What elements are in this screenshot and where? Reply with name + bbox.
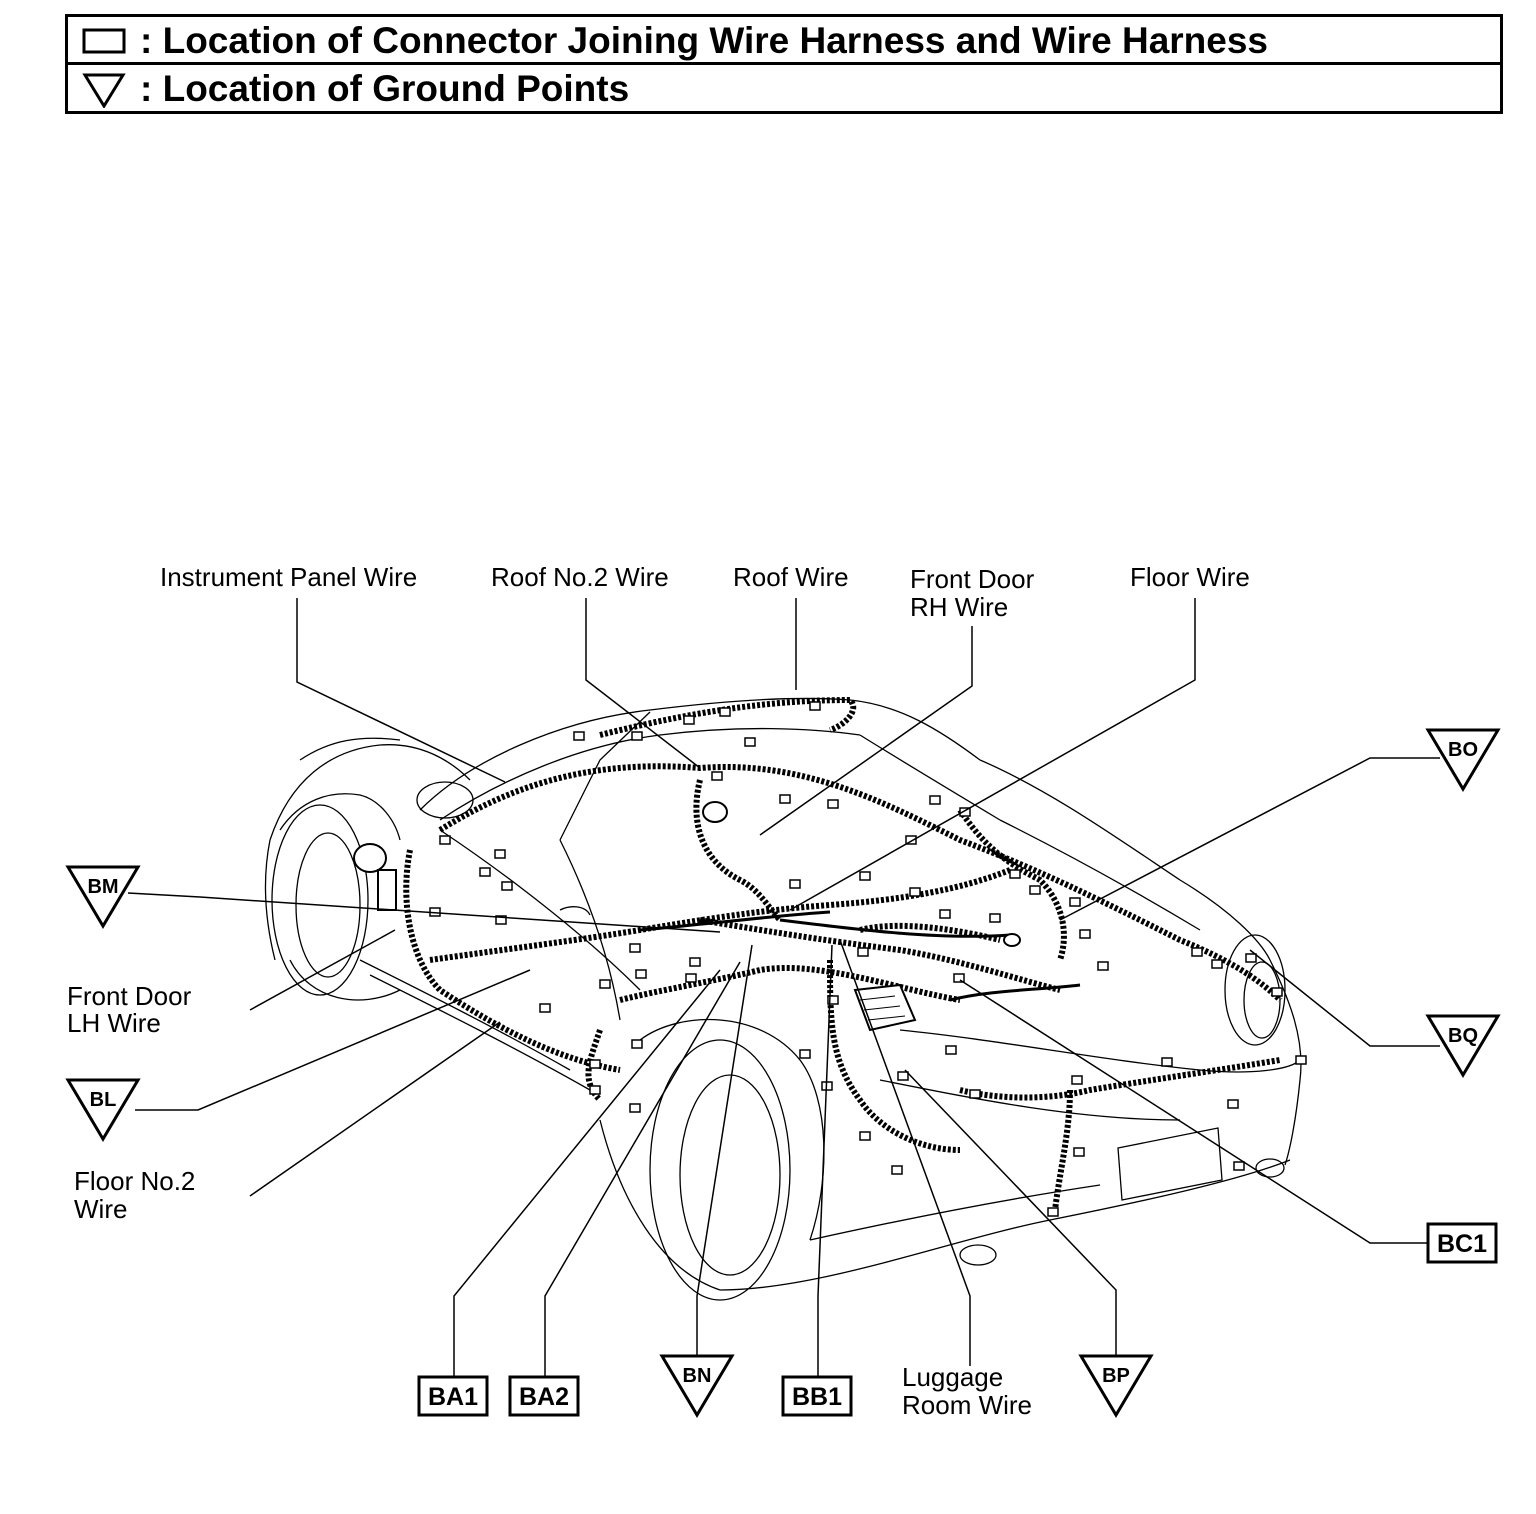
harness-connectors bbox=[429, 701, 1307, 1217]
wire-labels: Instrument Panel Wire Roof No.2 Wire Roo… bbox=[67, 562, 1250, 1420]
connector-bb1-label: BB1 bbox=[792, 1383, 842, 1411]
label-floor-no2-wire-line2: Wire bbox=[74, 1194, 127, 1224]
connector-ba2-label: BA2 bbox=[519, 1383, 569, 1411]
ground-bn: BN bbox=[659, 1354, 735, 1418]
label-front-door-lh-wire-line1: Front Door bbox=[67, 981, 192, 1011]
label-floor-wire: Floor Wire bbox=[1130, 562, 1250, 592]
ground-bl: BL bbox=[65, 1078, 141, 1142]
connector-ba2: BA2 bbox=[508, 1375, 580, 1417]
car-body-outline bbox=[264, 697, 1302, 1301]
label-instrument-panel-wire: Instrument Panel Wire bbox=[160, 562, 417, 592]
label-luggage-room-wire-line2: Room Wire bbox=[902, 1390, 1032, 1420]
connector-bc1-label: BC1 bbox=[1437, 1230, 1487, 1258]
ground-bo: BO bbox=[1425, 728, 1501, 792]
connector-codes: BA1 BA2 BB1 BC1 bbox=[417, 1222, 1498, 1417]
legend-box: : Location of Connector Joining Wire Har… bbox=[65, 14, 1503, 114]
ground-bp-label: BP bbox=[1102, 1365, 1130, 1387]
ground-bq: BQ bbox=[1425, 1014, 1501, 1078]
connector-bb1: BB1 bbox=[781, 1375, 853, 1417]
ground-bn-label: BN bbox=[683, 1365, 712, 1387]
label-front-door-lh-wire-line2: LH Wire bbox=[67, 1008, 161, 1038]
label-roof-no2-wire: Roof No.2 Wire bbox=[491, 562, 669, 592]
leader-lines bbox=[127, 598, 1440, 1380]
battery-unit bbox=[353, 801, 1021, 947]
ground-points: BM BL BN BP BO BQ bbox=[65, 728, 1501, 1418]
label-floor-no2-wire-line1: Floor No.2 bbox=[74, 1166, 195, 1196]
label-front-door-rh-wire-line1: Front Door bbox=[910, 564, 1035, 594]
ground-bo-label: BO bbox=[1448, 739, 1478, 761]
connector-bc1: BC1 bbox=[1426, 1222, 1498, 1264]
label-roof-wire: Roof Wire bbox=[733, 562, 849, 592]
ground-bm-label: BM bbox=[87, 876, 118, 898]
relay-block bbox=[853, 983, 917, 1032]
connector-ba1: BA1 bbox=[417, 1375, 489, 1417]
ground-triangle-icon bbox=[82, 73, 126, 108]
connector-box-icon bbox=[82, 28, 126, 54]
legend-connector-text: : Location of Connector Joining Wire Har… bbox=[140, 20, 1269, 61]
ground-bm: BM bbox=[65, 865, 141, 929]
ground-bl-label: BL bbox=[90, 1089, 117, 1111]
label-luggage-room-wire-line1: Luggage bbox=[902, 1362, 1003, 1392]
ground-bp: BP bbox=[1078, 1354, 1154, 1418]
legend-row-ground: : Location of Ground Points bbox=[68, 66, 1500, 112]
ground-bq-label: BQ bbox=[1448, 1025, 1478, 1047]
legend-ground-text: : Location of Ground Points bbox=[140, 68, 630, 109]
label-front-door-rh-wire-line2: RH Wire bbox=[910, 592, 1008, 622]
connector-ba1-label: BA1 bbox=[428, 1383, 478, 1411]
legend-row-connector: : Location of Connector Joining Wire Har… bbox=[68, 17, 1500, 65]
